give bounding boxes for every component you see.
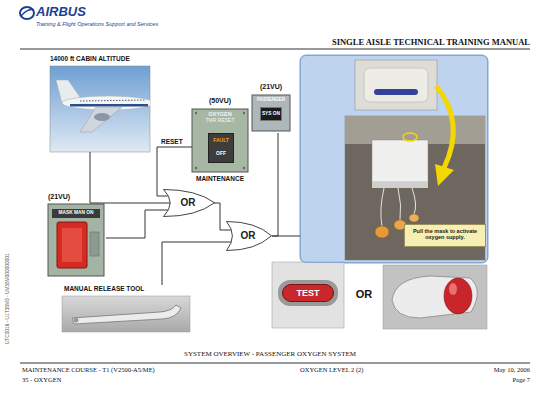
- mask-photo: [345, 116, 485, 260]
- node-heading: MANUAL RELEASE TOOL: [64, 285, 190, 292]
- oxygen-mask: [375, 226, 389, 238]
- pushbutton: FAULT OFF: [208, 133, 234, 163]
- panel-title: OXYGEN: [192, 111, 248, 117]
- light-legend: SYS ON: [261, 111, 281, 117]
- switch-hinge: [90, 232, 99, 256]
- footer-rule: [20, 363, 530, 364]
- release-tool-node: MANUAL RELEASE TOOL: [62, 285, 190, 333]
- panel-subtitle: TMR RESET: [192, 118, 248, 124]
- cup-highlight: [449, 283, 457, 295]
- aircraft-windows: [80, 100, 146, 101]
- yellow-arrow: [436, 86, 453, 168]
- callout-box: Pull the mask to activate oxygen supply.: [404, 224, 486, 247]
- aircraft-engine: [94, 113, 110, 121]
- tool-photo: [62, 296, 190, 332]
- signal-line: [162, 242, 231, 285]
- logo-swoosh: [21, 10, 34, 16]
- button-legend: OFF: [209, 151, 233, 157]
- panel-screw: [243, 167, 245, 169]
- button-legend: FAULT: [209, 138, 233, 144]
- test-photo: [272, 262, 344, 328]
- panel-screw: [195, 167, 197, 169]
- highlight-circle: [403, 133, 417, 141]
- footer-course: MAINTENANCE COURSE - T1 (V2500-A5/ME): [22, 366, 155, 373]
- signal-line: [214, 203, 231, 230]
- mask-deployment-panel: Pull the mask to activate oxygen supply.: [300, 55, 488, 263]
- node-heading: 14000 ft CABIN ALTITUDE: [50, 55, 162, 62]
- header-rule: [20, 49, 530, 50]
- footer-chapter: 35 - OXYGEN: [22, 376, 61, 383]
- brand-subtitle: Training & Flight Operations Support and…: [36, 21, 158, 27]
- callout-text: Pull the mask to activate oxygen supply.: [407, 228, 483, 241]
- or-gate: OR: [163, 189, 215, 217]
- panel-ref: (50VU): [188, 97, 252, 105]
- signal-line: [272, 133, 278, 236]
- maintenance-panel-node: (50VU)OXYGENTMR RESETMAINTENANCEFAULTOFF: [188, 97, 252, 187]
- switch-legend: MASK MAN ON: [52, 210, 100, 216]
- footer-date: May 10, 2006: [400, 366, 530, 373]
- test-button: TEST: [282, 284, 334, 302]
- or-text: OR: [352, 288, 376, 301]
- mask-panel-node: (21VU) MASK MAN ON: [46, 193, 106, 277]
- footer-page: Page 7: [400, 376, 530, 383]
- yellow-arrowhead: [435, 164, 454, 186]
- panel-caption: MAINTENANCE: [182, 175, 258, 182]
- panel-title: PASSENGER: [250, 97, 292, 102]
- panel-ref: (21VU): [48, 193, 98, 201]
- indicator-light: SYS ON: [260, 107, 282, 121]
- signal-line: [90, 152, 170, 203]
- aircraft-stripe: [70, 104, 148, 107]
- gate-shape: [164, 190, 215, 217]
- aircraft-photo: [50, 66, 150, 152]
- footer-level: OXYGEN LEVEL 2 (2): [300, 366, 363, 373]
- figure-caption: SYSTEM OVERVIEW - PASSENGER OXYGEN SYSTE…: [0, 350, 540, 358]
- legend-strip: [52, 209, 100, 218]
- tool-hole: [74, 318, 79, 323]
- oxygen-mask: [409, 214, 419, 222]
- door-indicator: [374, 89, 418, 95]
- document-code: UTC0016 - U1T35M0 - UM35M000000001: [5, 229, 11, 369]
- container-door: [364, 68, 428, 102]
- photo-panel: [300, 55, 488, 263]
- passenger-panel-node: (21VU) PASSENGER SYS ON: [250, 83, 292, 133]
- test-button-bezel: [278, 280, 338, 306]
- signal-line: [157, 147, 192, 196]
- gate-label: OR: [171, 197, 205, 209]
- mask-unit: [392, 276, 477, 318]
- manual-title: SINGLE AISLE TECHNICAL TRAINING MANUAL: [280, 38, 530, 48]
- oxygen-container: [372, 140, 428, 182]
- brand-name: AIRBUS: [36, 5, 86, 20]
- cabin-ceiling: [345, 116, 485, 144]
- switch-guard-face: [62, 228, 82, 262]
- gate-shape: [227, 222, 272, 251]
- or-gate: OR: [226, 221, 272, 251]
- ceiling-photo: [355, 60, 437, 110]
- maintenance-panel: [192, 109, 248, 172]
- mask-panel: [48, 204, 104, 276]
- button-legend: TEST: [283, 288, 333, 298]
- logo-mark: [20, 7, 34, 19]
- signal-label: RESET: [161, 138, 183, 145]
- aircraft-wing: [80, 107, 122, 132]
- panel-screw: [243, 112, 245, 114]
- mask-unit-photo: [383, 265, 487, 329]
- release-tool: [72, 305, 181, 324]
- red-mask-cup: [444, 278, 472, 314]
- panel-screw: [195, 112, 197, 114]
- container-flap: [372, 182, 428, 188]
- panel-ref: (21VU): [250, 83, 292, 91]
- signal-line: [106, 210, 168, 238]
- signal-line: [272, 236, 300, 237]
- guarded-switch: [57, 222, 87, 268]
- gate-label: OR: [233, 230, 263, 242]
- altitude-source: 14000 ft CABIN ALTITUDE: [50, 55, 150, 152]
